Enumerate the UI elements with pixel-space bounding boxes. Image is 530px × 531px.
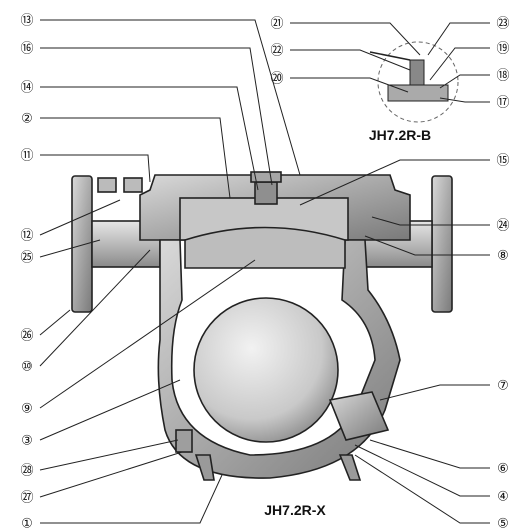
callout-1: ① [21,516,33,531]
callout-24: ㉔ [496,218,509,233]
foot-right [338,454,362,481]
callout-22: ㉒ [270,43,283,58]
callout-3: ③ [21,433,33,448]
trap-body [71,171,453,481]
callout-8: ⑧ [497,248,509,263]
callout-20: ⑳ [270,71,283,86]
inset-body [387,84,449,102]
callout-10: ⑩ [21,359,33,374]
foot-left [194,454,215,481]
callout-2: ② [21,111,33,126]
main-model-label: JH7.2R-X [264,502,326,518]
callout-4: ④ [497,489,509,504]
callout-12: ⑫ [20,228,33,243]
callout-15: ⑮ [496,153,509,168]
callout-23: ㉓ [496,16,509,31]
callout-27: ㉗ [20,490,33,505]
cover-bolt-left [97,177,117,193]
valve-seat [254,181,278,205]
callout-14: ⑭ [20,80,33,95]
inset-model-label: JH7.2R-B [369,127,431,143]
callout-21: ㉑ [270,16,283,31]
callout-5: ⑤ [497,516,509,531]
callout-11: ⑪ [20,148,33,163]
inset-circle [377,41,459,123]
inlet-flange [71,175,93,313]
callout-28: ㉘ [20,463,33,478]
float-lid [184,226,346,269]
callout-19: ⑲ [496,41,509,56]
callout-6: ⑥ [497,461,509,476]
drain-plug [328,391,390,441]
leader-lines [39,19,490,524]
trap-casing [157,239,401,479]
callout-18: ⑱ [496,68,509,83]
callout-16: ⑯ [20,41,33,56]
float-ball [193,297,339,443]
inset-lever [369,51,411,61]
callout-13: ⑬ [20,13,33,28]
inset-detail [369,41,459,123]
valve-cap [250,171,282,183]
callout-9: ⑨ [21,401,33,416]
callouts: ⑬ ⑯ ⑭ ② ⑪ ⑫ ㉕ ㉖ ⑩ ⑨ ③ ㉘ ㉗ ① ㉑ ㉒ ⑳ ㉓ ⑲ ⑱ … [20,13,509,531]
outlet-flange [431,175,453,313]
callout-25: ㉕ [20,250,33,265]
callout-17: ⑰ [496,95,509,110]
cover-bolt-right [123,177,143,193]
callout-7: ⑦ [497,378,509,393]
callout-26: ㉖ [20,328,33,343]
inset-valve [409,59,425,86]
side-plug [175,429,193,453]
